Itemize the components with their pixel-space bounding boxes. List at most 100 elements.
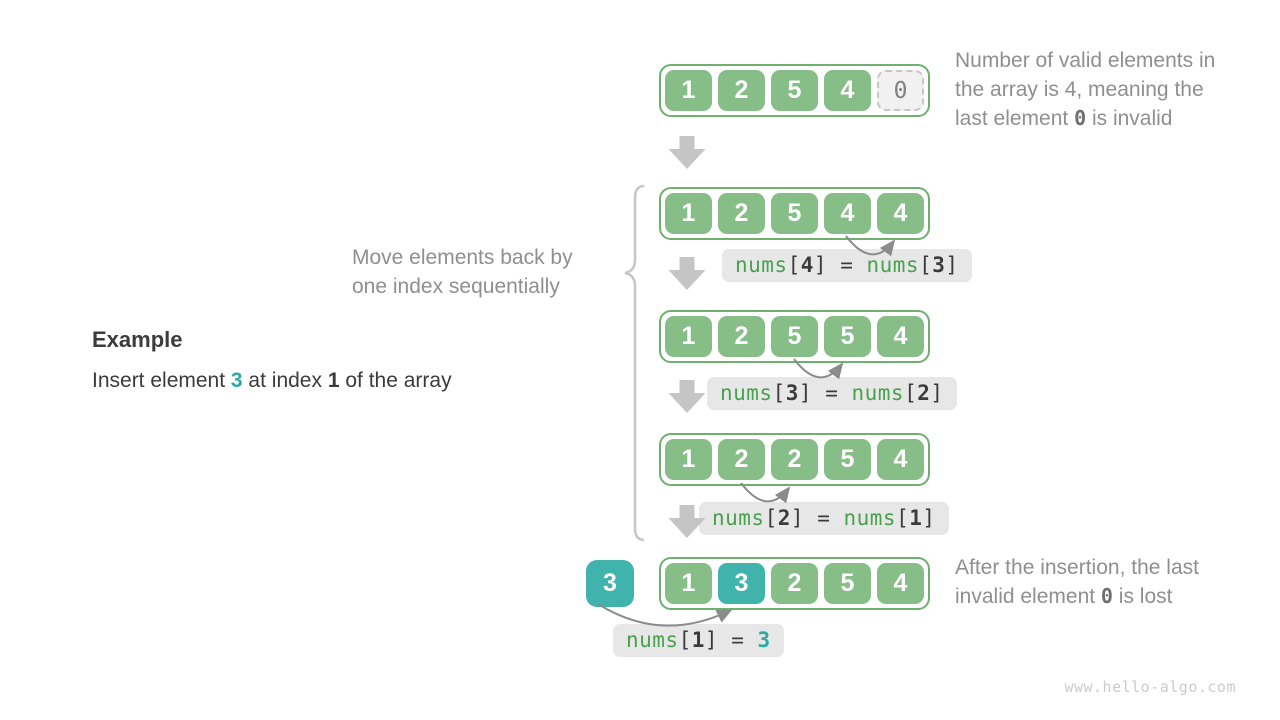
note-line: After the insertion, the last <box>955 553 1199 582</box>
down-arrow-icon <box>668 136 706 169</box>
array-row-1: 1 2 5 4 0 <box>659 64 930 117</box>
text-part: 3 <box>230 369 243 392</box>
note-line: one index sequentially <box>352 272 573 301</box>
array-cell-invalid: 0 <box>877 70 924 111</box>
array-cell: 1 <box>665 193 712 234</box>
text-part: nums <box>851 381 905 405</box>
text-part: 3 <box>932 253 946 277</box>
brace-icon <box>624 184 645 542</box>
text-part: ] <box>704 628 719 652</box>
text-part: ] <box>790 506 805 530</box>
array-cell: 4 <box>877 316 924 357</box>
text-part: nums <box>843 506 897 530</box>
down-arrow-icon <box>668 257 706 290</box>
text-part: is lost <box>1112 585 1173 608</box>
array-cell: 5 <box>771 316 818 357</box>
array-row-4: 1 2 2 5 4 <box>659 433 930 486</box>
text-part: [ <box>678 628 692 652</box>
array-cell: 4 <box>877 563 924 604</box>
array-cell: 4 <box>877 193 924 234</box>
text-part: of the array <box>339 369 452 392</box>
assignment-label-nums4: nums[4] = nums[3] <box>722 249 972 282</box>
array-cell: 2 <box>718 193 765 234</box>
text-part: 1 <box>909 506 923 530</box>
array-cell: 5 <box>771 193 818 234</box>
text-part: [ <box>787 253 801 277</box>
note-line: Move elements back by <box>352 243 573 272</box>
example-description: Insert element 3 at index 1 of the array <box>92 369 452 393</box>
assignment-label-nums3: nums[3] = nums[2] <box>707 377 957 410</box>
array-cell: 2 <box>718 439 765 480</box>
array-cell: 1 <box>665 70 712 111</box>
text-part: [ <box>896 506 910 530</box>
array-row-3: 1 2 5 5 4 <box>659 310 930 363</box>
assignment-label-nums2: nums[2] = nums[1] <box>699 502 949 535</box>
example-block: Example Insert element 3 at index 1 of t… <box>92 327 452 393</box>
text-part: Move elements back by <box>352 246 573 269</box>
text-part: ] <box>813 253 828 277</box>
insert-value-cell: 3 <box>586 560 634 607</box>
text-part: the array is 4, meaning the <box>955 78 1204 101</box>
text-part: nums <box>712 506 765 530</box>
note-move-elements: Move elements back by one index sequenti… <box>352 243 573 301</box>
site-url: www.hello-algo.com <box>1064 678 1236 696</box>
text-part: 3 <box>785 381 799 405</box>
text-part: [ <box>904 381 918 405</box>
array-row-5: 1 3 2 5 4 <box>659 557 930 610</box>
array-cell: 2 <box>718 70 765 111</box>
text-part: 2 <box>917 381 931 405</box>
array-cell: 2 <box>771 563 818 604</box>
note-line: invalid element 0 is lost <box>955 582 1199 611</box>
array-cell: 5 <box>771 70 818 111</box>
text-part: = <box>827 253 867 277</box>
text-part: nums <box>720 381 773 405</box>
text-part: = <box>804 506 844 530</box>
note-after-insertion: After the insertion, the last invalid el… <box>955 553 1199 611</box>
down-arrow-icon <box>668 380 706 413</box>
text-part: nums <box>735 253 788 277</box>
array-cell: 2 <box>771 439 818 480</box>
text-part: nums <box>626 628 679 652</box>
array-cell: 1 <box>665 563 712 604</box>
text-part: Insert element <box>92 369 231 392</box>
note-line: last element 0 is invalid <box>955 104 1215 133</box>
array-cell: 4 <box>824 70 871 111</box>
text-part: = <box>718 628 758 652</box>
text-part: 0 <box>1074 106 1087 130</box>
text-part: [ <box>772 381 786 405</box>
array-cell: 1 <box>665 439 712 480</box>
array-cell: 4 <box>824 193 871 234</box>
text-part: = <box>812 381 852 405</box>
note-line: the array is 4, meaning the <box>955 75 1215 104</box>
text-part: ] <box>798 381 813 405</box>
text-part: 1 <box>327 369 340 392</box>
array-row-2: 1 2 5 4 4 <box>659 187 930 240</box>
text-part: 4 <box>800 253 814 277</box>
text-part: ] <box>930 381 944 405</box>
array-cell: 5 <box>824 316 871 357</box>
example-title: Example <box>92 327 183 352</box>
text-part: invalid element <box>955 585 1101 608</box>
text-part: [ <box>764 506 778 530</box>
text-part: last element <box>955 107 1075 130</box>
text-part: 0 <box>1100 584 1113 608</box>
text-part: one index sequentially <box>352 275 560 298</box>
array-cell: 5 <box>824 563 871 604</box>
text-part: 2 <box>777 506 791 530</box>
array-cell-inserted: 3 <box>718 563 765 604</box>
text-part: is invalid <box>1086 107 1173 130</box>
assignment-label-nums1: nums[1] = 3 <box>613 624 784 657</box>
text-part: 1 <box>691 628 705 652</box>
text-part: Number of valid elements in <box>955 49 1216 72</box>
array-cell: 2 <box>718 316 765 357</box>
text-part: ] <box>945 253 959 277</box>
text-part: 3 <box>757 628 771 652</box>
text-part: After the insertion, the last <box>955 556 1199 579</box>
array-cell: 4 <box>877 439 924 480</box>
note-invalid-element: Number of valid elements in the array is… <box>955 46 1215 133</box>
note-line: Number of valid elements in <box>955 46 1215 75</box>
text-part: ] <box>922 506 936 530</box>
array-cell: 5 <box>824 439 871 480</box>
text-part: nums <box>866 253 920 277</box>
